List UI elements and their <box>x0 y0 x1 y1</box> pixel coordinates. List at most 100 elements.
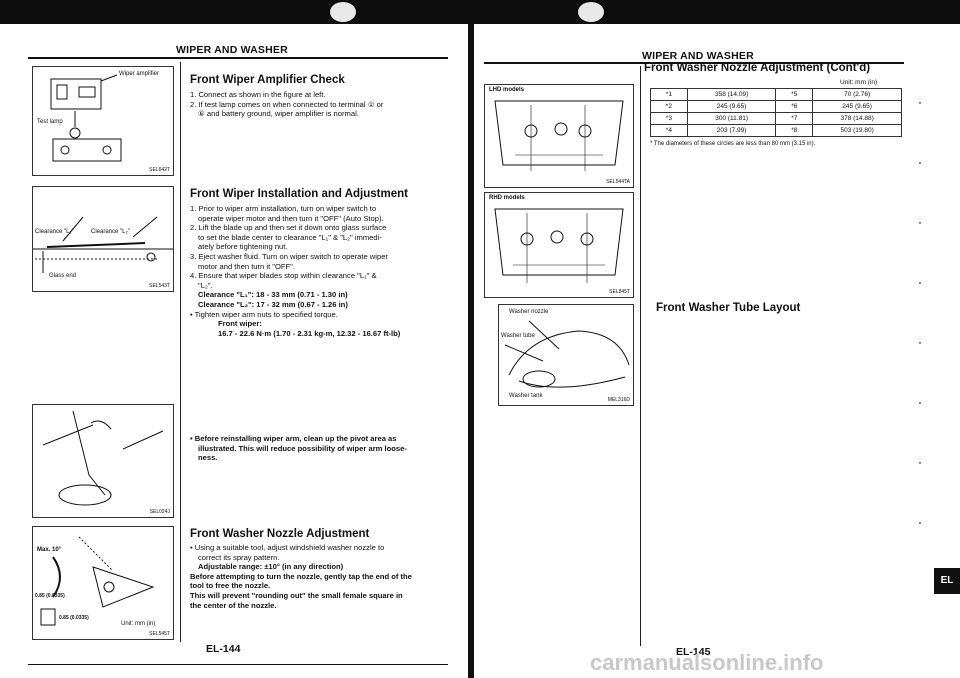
text-line: 4. Ensure that wiper blades stop within … <box>190 271 377 281</box>
nozzle-figure: Max. 10° 0.85 (0.0335) 0.85 (0.0335) Uni… <box>32 526 174 640</box>
scan-hole <box>330 2 356 22</box>
left-title-rule <box>28 57 448 59</box>
table-cell: *5 <box>775 88 814 101</box>
section-index-mark: ▪ <box>918 460 922 467</box>
figure-code: SEL545T <box>149 631 170 637</box>
figure-code: MEL316D <box>607 397 630 403</box>
fig-label: Unit: mm (in) <box>121 621 156 627</box>
section-index-mark: ▪ <box>918 520 922 527</box>
text-line: This will prevent "rounding out" the sma… <box>190 590 403 600</box>
lhd-label: LHD models <box>489 87 525 93</box>
text-line: ately before tightening nut. <box>198 242 288 252</box>
right-page-number: EL-145 <box>676 646 711 658</box>
right-section-title: WIPER AND WASHER <box>642 50 754 62</box>
section-index-mark: ▪ <box>918 100 922 107</box>
fig-label: Test lamp <box>37 119 63 125</box>
text-line: • Using a suitable tool, adjust windshie… <box>190 543 385 552</box>
amp-check-text: 1. Connect as shown in the figure at lef… <box>190 90 440 119</box>
el-section-tab[interactable]: EL <box>934 568 960 594</box>
table-cell: *8 <box>775 124 814 137</box>
table-cell: *2 <box>650 100 688 113</box>
washer-tube-figure: Washer nozzle Washer tube Washer tank ME… <box>498 304 634 406</box>
figure-code: SEL024J <box>149 509 170 515</box>
fig-label: Clearance "L₂" <box>91 229 130 235</box>
table-cell: 358 (14.09) <box>686 88 777 101</box>
left-column-divider <box>180 62 181 642</box>
text-line: 1. Prior to wiper arm installation, turn… <box>190 204 377 213</box>
top-scan-band <box>0 0 960 24</box>
table-cell: *7 <box>775 112 814 125</box>
text-line: 3. Eject washer fluid. Turn on wiper swi… <box>190 251 388 261</box>
text-line: 16.7 - 22.6 N·m (1.70 - 2.31 kg-m, 12.32… <box>218 328 401 338</box>
rhd-label: RHD models <box>489 195 525 201</box>
table-cell: 203 (7.99) <box>686 124 777 137</box>
amplifier-diagram-icon <box>50 74 122 162</box>
fig-label: Washer nozzle <box>509 309 549 315</box>
lhd-windshield-icon <box>494 100 624 171</box>
text-line: motor and then turn it "OFF". <box>198 261 295 271</box>
nozzle-text: • Using a suitable tool, adjust windshie… <box>190 543 450 610</box>
rhd-figure: RHD models SEL845T <box>484 192 634 298</box>
figure-code: SEL544TA <box>606 179 630 185</box>
text-line: operate wiper motor and then turn it "OF… <box>198 213 384 223</box>
table-cell: 70 (2.76) <box>812 88 902 101</box>
text-line: to set the blade center to clearance "L₁… <box>198 232 382 242</box>
left-bottom-rule <box>28 664 448 665</box>
windshield-clearance-icon <box>33 216 173 273</box>
text-line: Clearance "L₁": 18 - 33 mm (0.71 - 1.30 … <box>198 290 348 300</box>
text-line: 1. Connect as shown in the figure at lef… <box>190 90 326 99</box>
text-line: Before attempting to turn the nozzle, ge… <box>190 571 412 581</box>
text-line: • Before reinstalling wiper arm, clean u… <box>190 434 397 443</box>
amplifier-check-figure: Wiper amplifier Test lamp SEL642T <box>32 66 174 176</box>
text-line: ⑥ and battery ground, wiper amplifier is… <box>198 109 359 119</box>
table-cell: 503 (19.80) <box>812 124 902 137</box>
pivot-note: • Before reinstalling wiper arm, clean u… <box>190 434 450 463</box>
installation-text: 1. Prior to wiper arm installation, turn… <box>190 204 450 338</box>
fig-label: 0.85 (0.0335) <box>59 615 89 621</box>
text-line: illustrated. This will reduce possibilit… <box>198 443 407 453</box>
table-cell: 245 (9.65) <box>686 100 777 113</box>
pivot-figure: SEL024J <box>32 404 174 518</box>
tube-layout-heading: Front Washer Tube Layout <box>656 302 801 314</box>
text-line: Clearance "L₂": 17 - 32 mm (0.67 - 1.26 … <box>198 299 348 309</box>
section-index-mark: ▪ <box>918 400 922 407</box>
right-column-divider <box>640 66 641 646</box>
section-index-mark: ▪ <box>918 340 922 347</box>
fig-label: Max. 10° <box>37 547 62 553</box>
left-section-title: WIPER AND WASHER <box>176 44 288 56</box>
figure-code: SEL845T <box>609 289 630 295</box>
text-line: 2. Lift the blade up and then set it dow… <box>190 223 387 233</box>
fig-label: Glass end <box>49 273 77 279</box>
text-line: tool to free the nozzle. <box>190 581 271 591</box>
clearance-figure: Clearance "L₁" Clearance "L₂" Glass end … <box>32 186 174 292</box>
section-index-mark: ▪ <box>918 280 922 287</box>
section-index-mark: ▪ <box>918 160 922 167</box>
cont-heading: Front Washer Nozzle Adjustment (Cont'd) <box>644 62 871 74</box>
fig-label: Wiper amplifier <box>119 71 160 77</box>
text-line: Adjustable range: ±10° (in any direction… <box>198 562 344 572</box>
text-line: 2. If test lamp comes on when connected … <box>190 99 384 109</box>
fig-label: 0.85 (0.0335) <box>35 593 65 599</box>
lhd-figure: LHD models SEL544TA <box>484 84 634 188</box>
table-cell: *1 <box>650 88 688 101</box>
pivot-cleaning-icon <box>42 410 164 506</box>
nozzle-heading: Front Washer Nozzle Adjustment <box>190 528 370 540</box>
binding-gutter <box>468 24 474 678</box>
table-cell: 300 (11.81) <box>686 112 777 125</box>
table-cell: 378 (14.88) <box>812 112 902 125</box>
table-cell: *6 <box>775 100 814 113</box>
nozzle-angle-icon <box>40 536 155 626</box>
unit-note: Unit: mm (in) <box>840 79 878 86</box>
text-line: ness. <box>198 453 218 463</box>
fig-label: Washer tank <box>509 393 543 399</box>
text-line: Front wiper: <box>218 319 262 329</box>
car-washer-layout-icon <box>504 320 630 388</box>
figure-code: SEL543T <box>149 283 170 289</box>
table-note: * The diameters of these circles are les… <box>650 141 816 147</box>
watermark: carmanualsonline.info <box>590 650 824 675</box>
rhd-windshield-icon <box>494 208 624 283</box>
